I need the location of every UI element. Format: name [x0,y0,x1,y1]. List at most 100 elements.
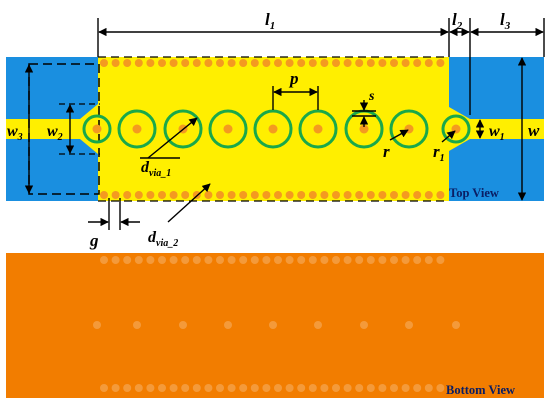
bottom-via-center [93,321,101,329]
via-hole [250,191,259,199]
via-hole [355,191,364,199]
ring-slot [253,109,293,149]
via-hole [320,191,329,199]
bottom-via-lower [123,384,132,392]
dimension-labels: l1 l2 l3 w3 w2 w1 w p s r r1 [7,10,540,250]
ring-via [132,124,142,134]
top-view-label: Top View [449,186,499,200]
bottom-via-lower [204,384,213,392]
via-hole [158,59,166,67]
via-hole [239,59,248,67]
bottom-via-center [224,321,232,329]
bottom-via-lower [343,384,352,392]
via-hole [285,59,294,67]
via-hole [332,59,340,67]
via-hole [111,191,120,199]
via-hole [181,191,190,199]
bottom-view [6,253,544,398]
bottom-via-lower [227,384,236,392]
r1-pointer [441,130,456,143]
bottom-via-lower [308,384,317,392]
bottom-via-lower [297,384,306,392]
via-hole [181,59,190,67]
via-hole [216,59,224,67]
label-l3: l3 [500,10,511,32]
via-hole [274,191,282,199]
bottom-via-upper [100,256,108,264]
bottom-via-center [179,321,187,329]
bottom-via-lower [378,384,387,392]
via-hole [134,191,143,199]
dvia1-pointer [147,117,198,159]
label-r1: r1 [433,142,445,164]
bottom-via-upper [343,256,352,264]
bottom-via-upper [424,256,433,264]
bottom-via-lower [192,384,201,392]
bottom-via-upper [216,256,224,264]
via-hole [390,191,398,199]
via-hole [401,59,410,67]
bottom-via-center [314,321,322,329]
ring-slot [208,109,248,149]
bottom-via-upper [401,256,410,264]
label-p: p [288,69,299,88]
bottom-via-lower [355,384,364,392]
label-g: g [89,231,99,250]
bottom-via-upper [308,256,317,264]
via-hole [262,59,271,67]
ring-via [268,124,278,134]
bottom-via-upper [227,256,236,264]
bottom-via-upper [366,256,375,264]
bottom-via-upper [134,256,143,264]
label-w: w [528,121,540,140]
via-hole [239,191,248,199]
bottom-via-upper [320,256,329,264]
bottom-via-upper [192,256,201,264]
r-pointer [389,129,409,141]
via-hole [250,59,259,67]
via-hole [424,59,433,67]
bottom-via-upper [297,256,306,264]
ring-slot [389,109,429,149]
bottom-via-upper [378,256,387,264]
dvia2-pointer [167,183,211,223]
via-hole [413,59,422,67]
bottom-via-lower [285,384,294,392]
ring-slot [82,114,112,144]
bottom-via-lower [100,384,108,392]
via-hole [227,191,236,199]
bottom-via-center [452,321,460,329]
via-hole [436,59,445,67]
bottom-via-upper [285,256,294,264]
via-hole [100,59,108,67]
label-dvia1: dvia_1 [141,159,171,179]
bottom-via-upper [355,256,364,264]
via-hole [262,191,271,199]
bottom-via-lower [146,384,155,392]
via-hole [192,59,201,67]
ring-via [223,124,233,134]
label-dvia2: dvia_2 [148,229,178,249]
label-w2: w2 [47,123,63,143]
bottom-via-upper [239,256,248,264]
bottom-via-lower [158,384,166,392]
ring-via [404,124,414,134]
bottom-via-lower [111,384,120,392]
bottom-via-lower [366,384,375,392]
label-l1: l1 [265,10,275,32]
ring-slot [117,109,157,149]
ring-slot [163,109,203,149]
via-hole [227,59,236,67]
bottom-via-upper [413,256,422,264]
label-w1: w1 [489,123,505,143]
bottom-via-upper [204,256,213,264]
top-via-row-upper [100,59,445,67]
bottom-via-lower [332,384,340,392]
bottom-via-upper [111,256,120,264]
via-hole [343,59,352,67]
via-hole [216,191,224,199]
via-hole [274,59,282,67]
via-hole [100,191,108,199]
via-hole [158,191,166,199]
